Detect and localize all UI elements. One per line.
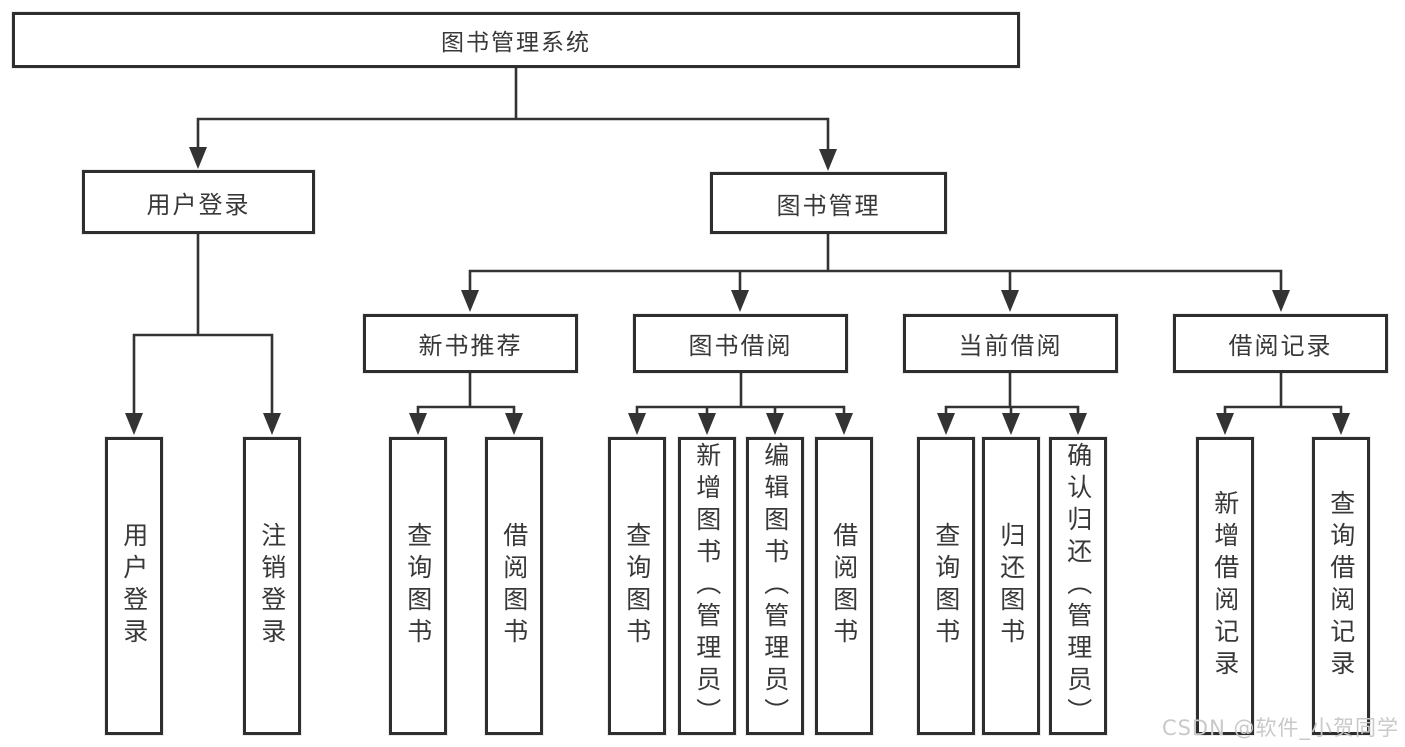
- leaf-add-books-admin: 新增图书（管理员）: [678, 437, 736, 735]
- leaf-add-borrow-record: 新增借阅记录: [1196, 437, 1254, 735]
- leaf-logout: 注销登录: [243, 437, 301, 735]
- node-label: 图书管理系统: [441, 30, 591, 56]
- node-label: 借阅记录: [1228, 332, 1333, 360]
- node-label: 归还图书: [996, 522, 1026, 650]
- node-label: 新增借阅记录: [1210, 490, 1240, 682]
- node-label: 借阅图书: [499, 522, 529, 650]
- node-label: 编辑图书（管理员）: [760, 442, 790, 730]
- leaf-user-login: 用户登录: [105, 437, 163, 735]
- leaf-query-books-current: 查询图书: [917, 437, 975, 735]
- node-label: 注销登录: [257, 522, 287, 650]
- node-label: 查询图书: [403, 522, 433, 650]
- leaf-query-books-borrowing: 查询图书: [608, 437, 666, 735]
- node-label: 借阅图书: [829, 522, 859, 650]
- node-label: 用户登录: [146, 190, 251, 219]
- node-label: 新书推荐: [418, 332, 523, 360]
- node-book-management-branch: 图书管理: [710, 172, 947, 234]
- node-current-borrowing: 当前借阅: [903, 314, 1118, 373]
- leaf-query-borrow-record: 查询借阅记录: [1312, 437, 1370, 735]
- node-library-management-system: 图书管理系统: [12, 12, 1020, 68]
- node-book-borrowing: 图书借阅: [633, 314, 848, 373]
- leaf-borrow-books: 借阅图书: [815, 437, 873, 735]
- node-label: 图书管理: [776, 191, 881, 220]
- node-user-login-branch: 用户登录: [82, 170, 315, 234]
- leaf-return-books: 归还图书: [982, 437, 1040, 735]
- node-label: 用户登录: [119, 522, 149, 650]
- csdn-watermark: CSDN @软件_小贺同学: [1161, 716, 1399, 740]
- leaf-edit-books-admin: 编辑图书（管理员）: [746, 437, 804, 735]
- node-label: 查询图书: [622, 522, 652, 650]
- leaf-query-books-recommend: 查询图书: [389, 437, 447, 735]
- node-label: 查询图书: [931, 522, 961, 650]
- node-label: 确认归还（管理员）: [1063, 442, 1093, 730]
- node-new-book-recommendation: 新书推荐: [363, 314, 578, 373]
- node-label: 新增图书（管理员）: [692, 442, 722, 730]
- node-label: 查询借阅记录: [1326, 490, 1356, 682]
- leaf-borrow-books-recommend: 借阅图书: [485, 437, 543, 735]
- node-label: 当前借阅: [958, 332, 1063, 360]
- node-label: 图书借阅: [688, 332, 793, 360]
- node-borrowing-records: 借阅记录: [1173, 314, 1388, 373]
- arrowhead-group: [125, 147, 1350, 435]
- leaf-confirm-return-admin: 确认归还（管理员）: [1049, 437, 1107, 735]
